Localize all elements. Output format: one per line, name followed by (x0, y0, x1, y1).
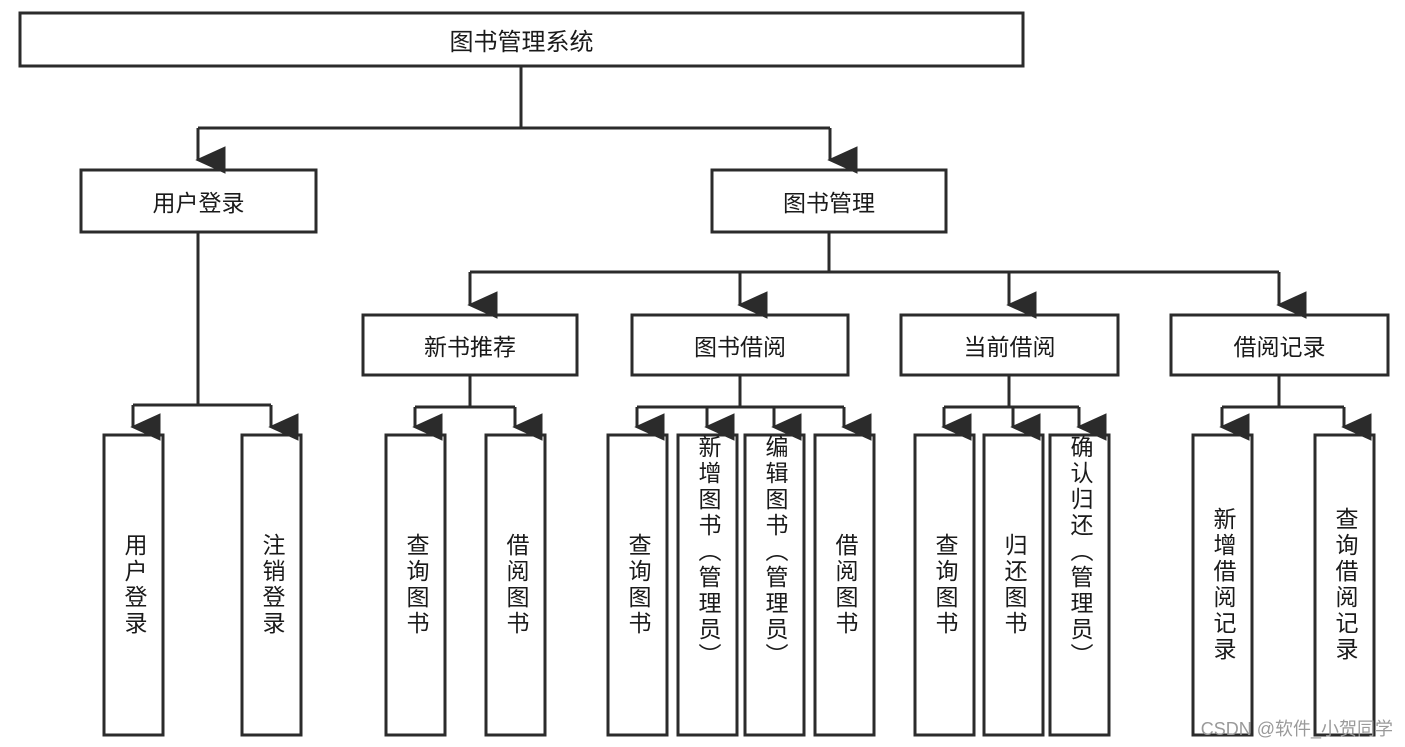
node-box-leaf-query-book-recommend[interactable] (384, 433, 447, 737)
node-box-leaf-user-login[interactable] (102, 433, 165, 737)
node-box-leaf-confirm-return-admin[interactable] (1048, 433, 1111, 737)
node-box-leaf-return-book[interactable] (982, 433, 1045, 737)
node-box-leaf-add-book-admin[interactable] (676, 433, 739, 737)
node-box-leaf-query-book-borrow[interactable] (606, 433, 669, 737)
node-box-leaf-query-book-current[interactable] (913, 433, 976, 737)
watermark-text: CSDN @软件_小贺同学 (1200, 719, 1393, 739)
node-box-leaf-edit-book-admin[interactable] (743, 433, 806, 737)
node-box-user-login[interactable] (79, 168, 318, 234)
node-box-leaf-query-borrow-record[interactable] (1313, 433, 1376, 737)
node-box-root[interactable] (18, 11, 1025, 68)
node-box-leaf-logout-login[interactable] (240, 433, 303, 737)
node-box-current-borrow[interactable] (899, 313, 1120, 377)
node-box-new-book-recommend[interactable] (361, 313, 579, 377)
node-box-book-manage[interactable] (710, 168, 948, 234)
node-box-book-borrow[interactable] (630, 313, 850, 377)
node-box-borrow-record[interactable] (1169, 313, 1390, 377)
node-box-leaf-add-borrow-record[interactable] (1191, 433, 1254, 737)
node-box-leaf-borrow-book[interactable] (813, 433, 876, 737)
node-box-leaf-borrow-book-recommend[interactable] (484, 433, 547, 737)
